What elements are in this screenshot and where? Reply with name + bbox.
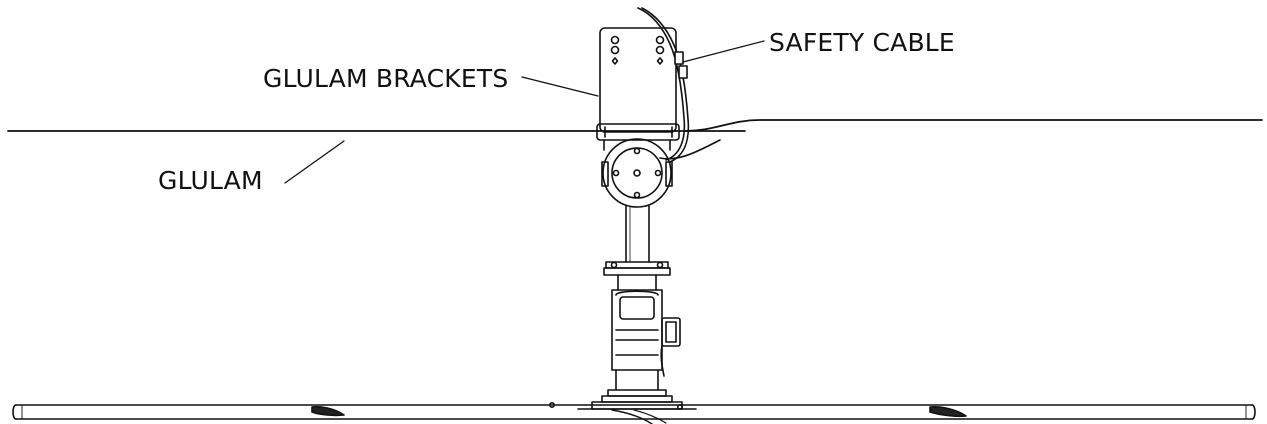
glulam-beam — [7, 119, 1263, 132]
leader-line-safety-cable — [682, 40, 765, 63]
label-glulam: GLULAM — [158, 166, 263, 195]
label-safety-cable: SAFETY CABLE — [769, 28, 955, 57]
safety-cable — [637, 7, 721, 163]
label-glulam-brackets: GLULAM BRACKETS — [263, 64, 509, 93]
leader-line-glulam — [284, 140, 345, 184]
glulam-bracket — [596, 27, 680, 141]
fan-junction-box — [660, 317, 681, 377]
fan-upper-flange — [603, 261, 671, 291]
leader-line-glulam-brackets — [521, 76, 599, 97]
fan-motor — [611, 289, 663, 391]
fan-downrod — [625, 205, 650, 263]
fan-mount-yoke — [601, 138, 673, 208]
fan-blades — [12, 401, 1256, 424]
